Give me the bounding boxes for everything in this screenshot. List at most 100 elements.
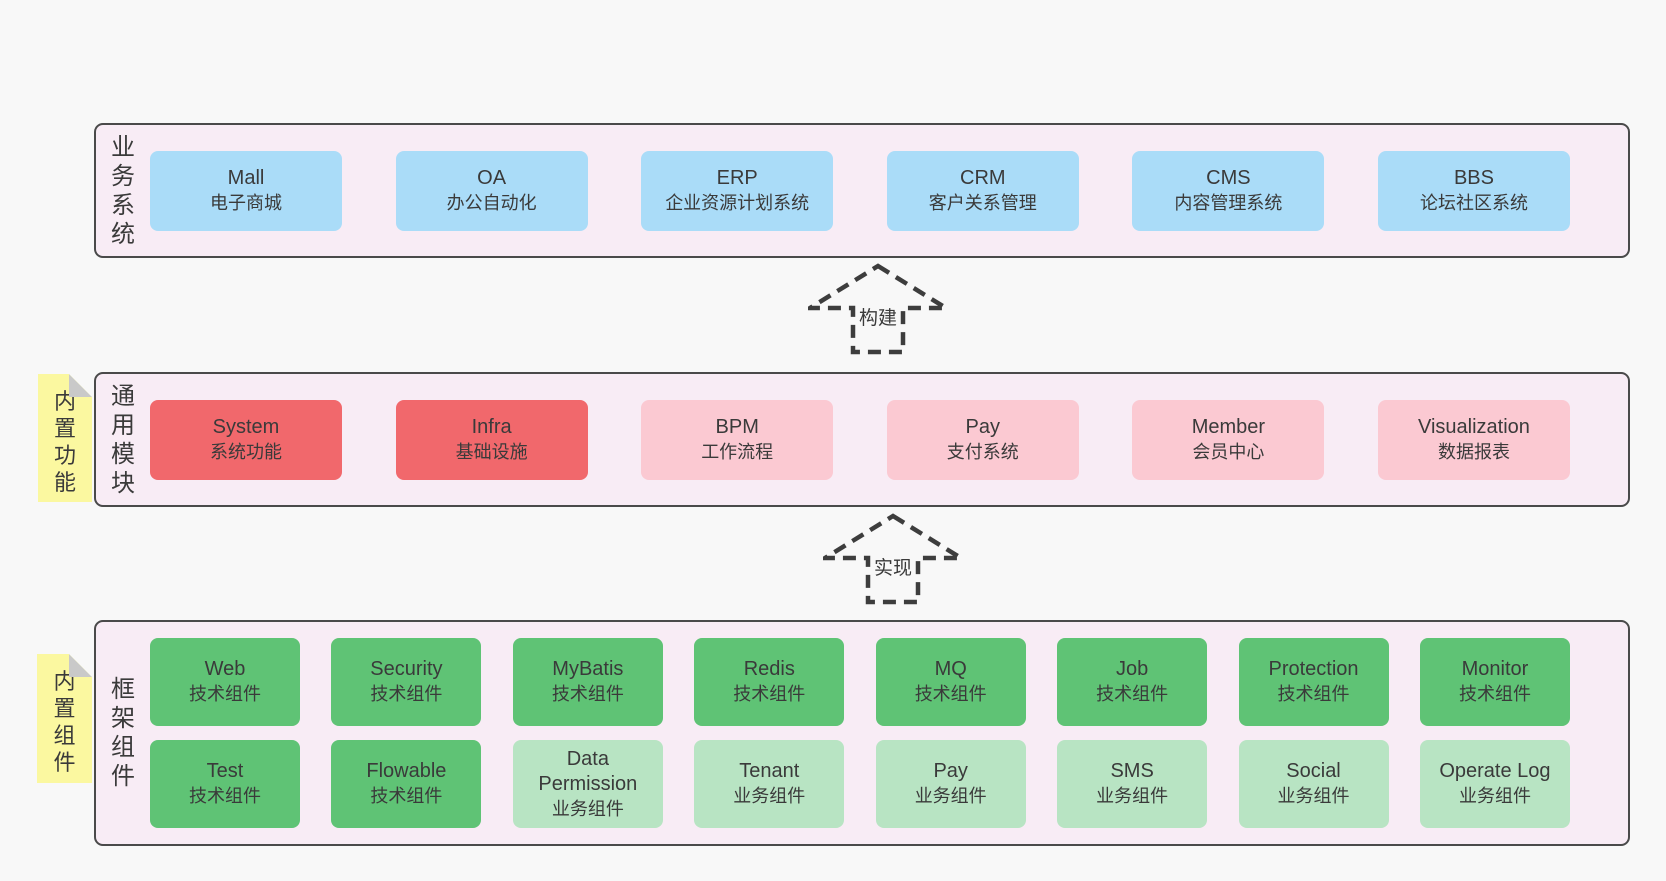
box-title: Data Permission <box>538 747 638 795</box>
box-pay: Pay 支付系统 <box>886 399 1079 480</box>
box-bbs: BBS 论坛社区系统 <box>1377 150 1570 231</box>
box-subtitle: 内容管理系统 <box>1174 192 1283 213</box>
box-subtitle: 技术组件 <box>189 786 261 806</box>
box-redis: Redis 技术组件 <box>694 638 845 726</box>
box-subtitle: 工作流程 <box>701 441 774 462</box>
box-title: Web <box>204 658 246 680</box>
box-flowable: Flowable 技术组件 <box>331 740 482 828</box>
built-in-features-sticky: 内置功能 <box>38 374 92 502</box>
box-visualization: Visualization 数据报表 <box>1377 399 1570 480</box>
box-subtitle: 客户关系管理 <box>928 192 1037 213</box>
box-system: System 系统功能 <box>150 399 342 480</box>
box-subtitle: 系统功能 <box>210 441 282 462</box>
box-sms: SMS 业务组件 <box>1057 740 1208 828</box>
box-subtitle: 技术组件 <box>370 786 443 806</box>
box-subtitle: 电子商城 <box>210 192 282 213</box>
box-tenant: Tenant 业务组件 <box>694 740 845 828</box>
box-title: Infra <box>471 415 512 438</box>
box-title: MQ <box>934 658 967 680</box>
box-title: Redis <box>743 658 795 680</box>
box-subtitle: 业务组件 <box>551 798 624 819</box>
business-band-label-column: 业务系统 <box>96 125 150 256</box>
sticky-folded-corner-icon <box>69 374 92 397</box>
box-subtitle: 支付系统 <box>946 441 1019 462</box>
common-modules-band: 通用模块 System 系统功能 Infra 基础设施 BPM 工作流程 Pay 支付系统 Me… <box>94 372 1630 507</box>
build-arrow-label: 构建 <box>855 308 901 330</box>
box-subtitle: 业务组件 <box>733 786 806 806</box>
box-title: Pay <box>965 415 1001 438</box>
box-mall: Mall 电子商城 <box>150 150 342 231</box>
box-web: Web 技术组件 <box>150 638 300 726</box>
box-subtitle: 技术组件 <box>733 684 806 704</box>
sticky-folded-corner-icon <box>69 654 92 677</box>
box-subtitle: 会员中心 <box>1192 441 1265 462</box>
business-band-label: 业务系统 <box>111 133 135 248</box>
box-subtitle: 技术组件 <box>1096 684 1169 704</box>
box-cms: CMS 内容管理系统 <box>1132 150 1325 231</box>
box-subtitle: 基础设施 <box>455 441 528 462</box>
box-oa: OA 办公自动化 <box>395 150 588 231</box>
box-title: Protection <box>1268 658 1359 680</box>
dashed-up-arrow-icon <box>823 513 963 605</box>
box-subtitle: 技术组件 <box>1458 684 1531 704</box>
box-job: Job 技术组件 <box>1057 638 1208 726</box>
implement-arrow-label: 实现 <box>870 558 916 580</box>
box-title: CMS <box>1206 166 1251 189</box>
box-title: Monitor <box>1461 658 1529 680</box>
box-title: Visualization <box>1418 415 1530 438</box>
box-title: Security <box>370 658 443 680</box>
box-subtitle: 数据报表 <box>1437 441 1510 462</box>
box-title: Flowable <box>366 760 447 782</box>
box-subtitle: 业务组件 <box>1458 786 1531 806</box>
box-title: System <box>212 415 280 438</box>
box-mq: MQ 技术组件 <box>875 638 1026 726</box>
box-title: Tenant <box>739 760 800 782</box>
box-title: MyBatis <box>552 658 624 680</box>
box-crm: CRM 客户关系管理 <box>886 150 1079 231</box>
dashed-up-arrow-icon <box>808 263 948 355</box>
box-subtitle: 技术组件 <box>370 684 443 704</box>
box-test: Test 技术组件 <box>150 740 300 828</box>
box-subtitle: 技术组件 <box>189 684 261 704</box>
box-subtitle: 论坛社区系统 <box>1419 192 1528 213</box>
framework-band-label: 框架组件 <box>111 676 135 790</box>
box-title: BPM <box>715 415 759 438</box>
modules-band-label-column: 通用模块 <box>96 374 150 505</box>
box-subtitle: 业务组件 <box>1096 786 1169 806</box>
build-arrow: 构建 <box>808 262 948 356</box>
box-title: ERP <box>716 166 758 189</box>
box-title: CRM <box>960 166 1006 189</box>
box-title: Test <box>206 760 244 782</box>
box-title: SMS <box>1110 760 1154 782</box>
box-title: Mall <box>227 166 265 189</box>
box-title: OA <box>477 166 507 189</box>
box-subtitle: 技术组件 <box>1277 684 1350 704</box>
box-title: BBS <box>1453 166 1494 189</box>
box-title: Job <box>1115 658 1149 680</box>
box-subtitle: 办公自动化 <box>446 192 537 213</box>
box-title: Pay <box>933 760 968 782</box>
framework-band-label-column: 框架组件 <box>96 622 150 844</box>
box-subtitle: 技术组件 <box>914 684 987 704</box>
built-in-features-sticky-label: 内置功能 <box>53 389 76 495</box>
box-title: Social <box>1286 760 1341 782</box>
box-monitor: Monitor 技术组件 <box>1419 638 1570 726</box>
box-data-permission: Data Permission 业务组件 <box>512 740 663 828</box>
modules-band-label: 通用模块 <box>111 382 135 497</box>
built-in-components-sticky-label: 内置组件 <box>53 669 76 775</box>
